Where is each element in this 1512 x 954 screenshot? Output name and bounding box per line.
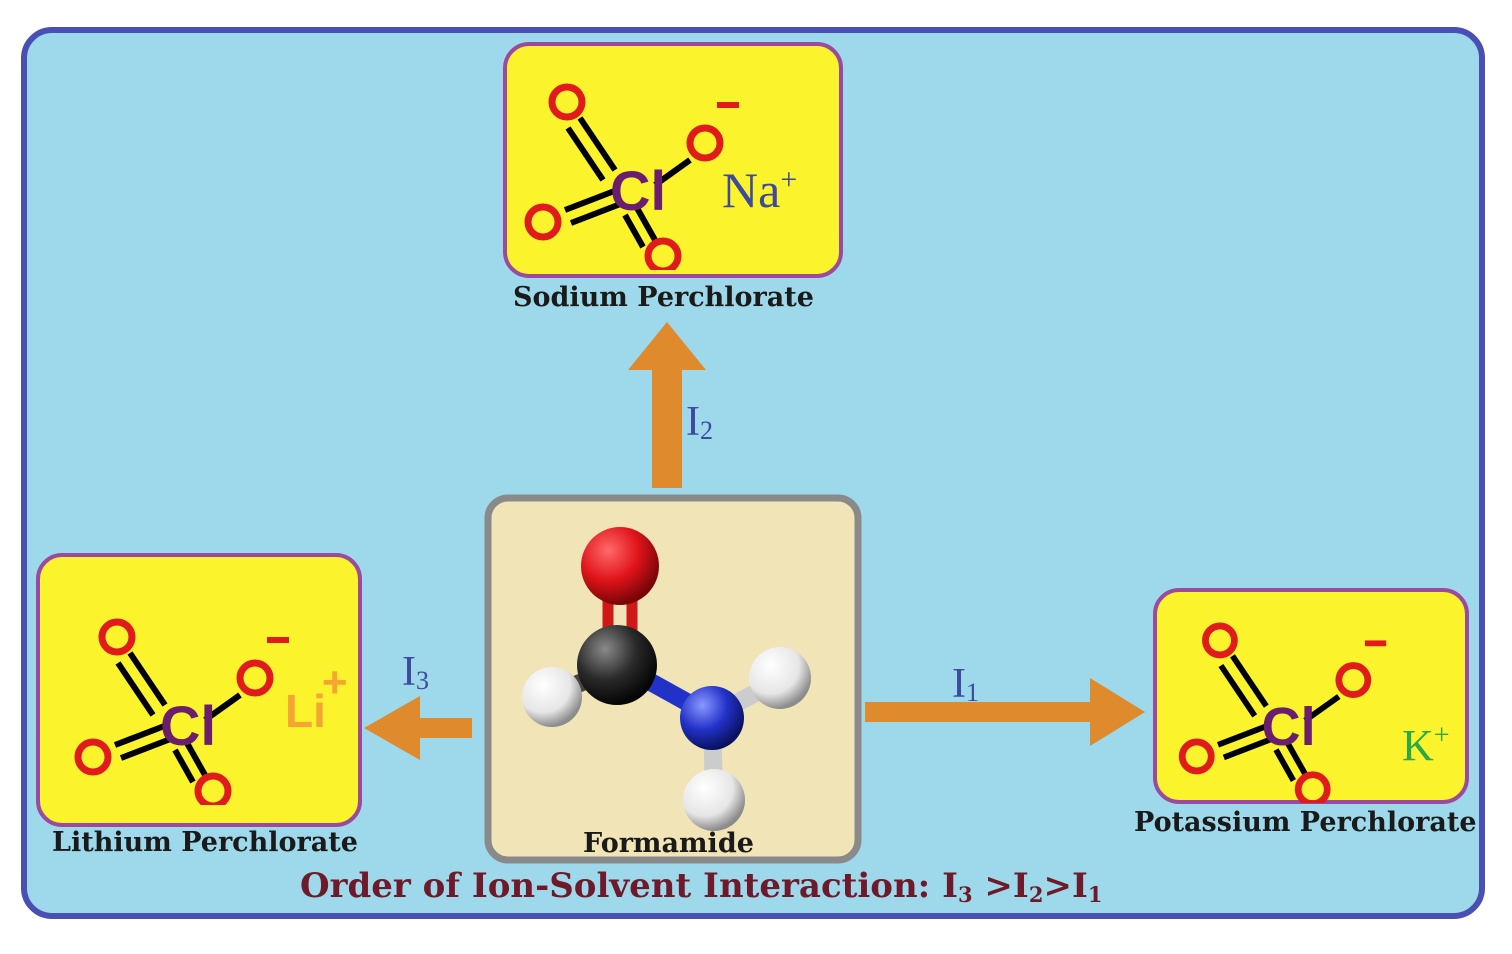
interaction-i3-label: I3: [402, 649, 429, 695]
potassium-perchlorate-box: K+: [1153, 588, 1469, 804]
formamide-molecule: [522, 527, 811, 831]
formamide-label: Formamide: [583, 828, 754, 859]
arrow-to-sodium: [628, 322, 706, 488]
formamide-box: [484, 494, 862, 864]
sodium-cation: Na+: [722, 162, 797, 218]
lithium-perchlorate-box: Li+: [36, 553, 362, 827]
arrow-to-lithium: [364, 696, 472, 760]
potassium-cation: K+: [1402, 720, 1450, 770]
arrows: [364, 322, 1145, 760]
interaction-i1-label: I1: [952, 661, 979, 707]
lithium-perchlorate-label: Lithium Perchlorate: [52, 827, 358, 858]
arrow-to-potassium: [865, 678, 1145, 746]
potassium-perchlorate-label: Potassium Perchlorate: [1134, 807, 1477, 838]
sodium-perchlorate-label: Sodium Perchlorate: [513, 282, 814, 313]
interaction-order-caption: Order of Ion-Solvent Interaction: I3 >I2…: [300, 866, 1103, 907]
sodium-perchlorate-box: Na+: [503, 42, 843, 278]
interaction-i2-label: I2: [686, 399, 713, 445]
lithium-cation: Li+: [285, 658, 348, 737]
diagram-frame: [21, 27, 1485, 919]
